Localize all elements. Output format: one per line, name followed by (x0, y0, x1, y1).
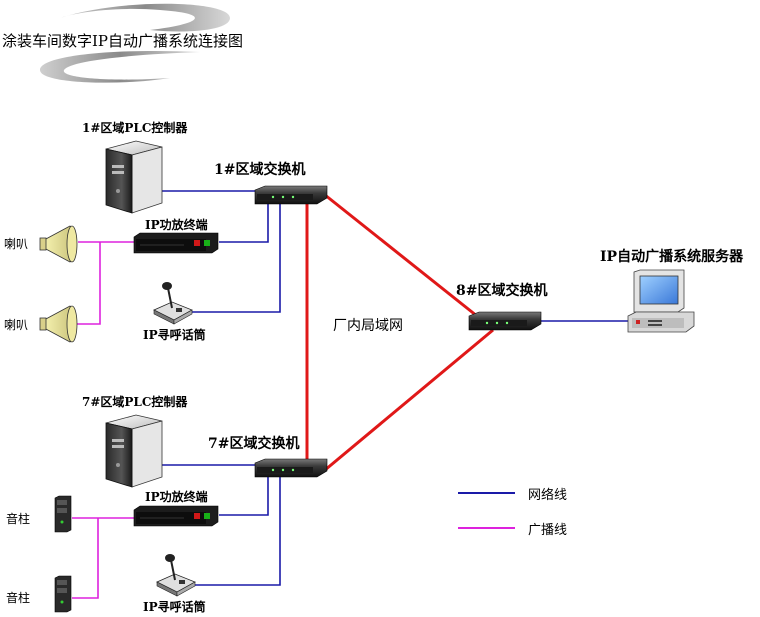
lan-label: 厂内局域网 (333, 318, 403, 334)
zone7-column-label-2: 音柱 (6, 590, 30, 605)
network-line-amp7 (219, 476, 269, 516)
zone1-switch-icon (254, 185, 328, 205)
page-title: 涂装车间数字IP自动广播系统连接图 (2, 32, 243, 50)
zone1-mic-label: IP寻呼话筒 (143, 327, 206, 342)
title-swoosh (40, 3, 230, 83)
zone7-plc-server-icon (105, 414, 163, 488)
zone8-desktop-computer-icon (627, 269, 695, 333)
network-line-amp1 (219, 203, 269, 243)
zone8-server-label: IP自动广播系统服务器 (600, 248, 744, 265)
zone8-switch-label: 8#区域交换机 (456, 282, 547, 299)
lan-link-7-to-8 (324, 328, 494, 472)
zone7-column-speaker-icon-2 (54, 575, 72, 613)
zone7-plc-label: 7#区域PLC控制器 (82, 394, 188, 409)
broadcast-lines (72, 241, 135, 599)
zone7-amp-label: IP功放终端 (145, 489, 208, 504)
zone7-switch-icon (254, 458, 328, 478)
zone1-horn-speaker-icon-1 (39, 225, 78, 263)
zone1-plc-server-icon (105, 140, 163, 214)
zone1-speaker-label-2: 喇叭 (4, 317, 28, 332)
zone7-amplifier-icon (133, 505, 219, 527)
legend-network-label: 网络线 (528, 487, 567, 503)
zone8-switch-icon (468, 311, 542, 331)
lan-link-1-to-8 (324, 193, 483, 322)
zone1-amplifier-icon (133, 232, 219, 254)
zone1-speaker-label-1: 喇叭 (4, 236, 28, 251)
zone7-mic-label: IP寻呼话筒 (143, 599, 206, 614)
zone1-plc-label: 1#区域PLC控制器 (82, 120, 188, 135)
lan-links (305, 193, 494, 472)
zone7-switch-label: 7#区域交换机 (208, 435, 299, 452)
zone1-horn-speaker-icon-2 (39, 305, 78, 343)
network-lines (162, 190, 632, 586)
broadcast-line-column2 (72, 518, 99, 599)
network-line-mic1 (190, 203, 281, 313)
zone7-column-label-1: 音柱 (6, 511, 30, 526)
broadcast-line-speaker2 (72, 242, 101, 325)
legend-broadcast-label: 广播线 (528, 523, 567, 538)
zone1-switch-label: 1#区域交换机 (214, 161, 305, 178)
zone1-amp-label: IP功放终端 (145, 217, 208, 232)
zone7-paging-microphone-icon (156, 554, 196, 597)
legend: 网络线 广播线 (458, 487, 567, 538)
zone7-column-speaker-icon-1 (54, 495, 72, 533)
zone1-paging-microphone-icon (153, 282, 193, 325)
network-line-mic7 (195, 476, 281, 586)
